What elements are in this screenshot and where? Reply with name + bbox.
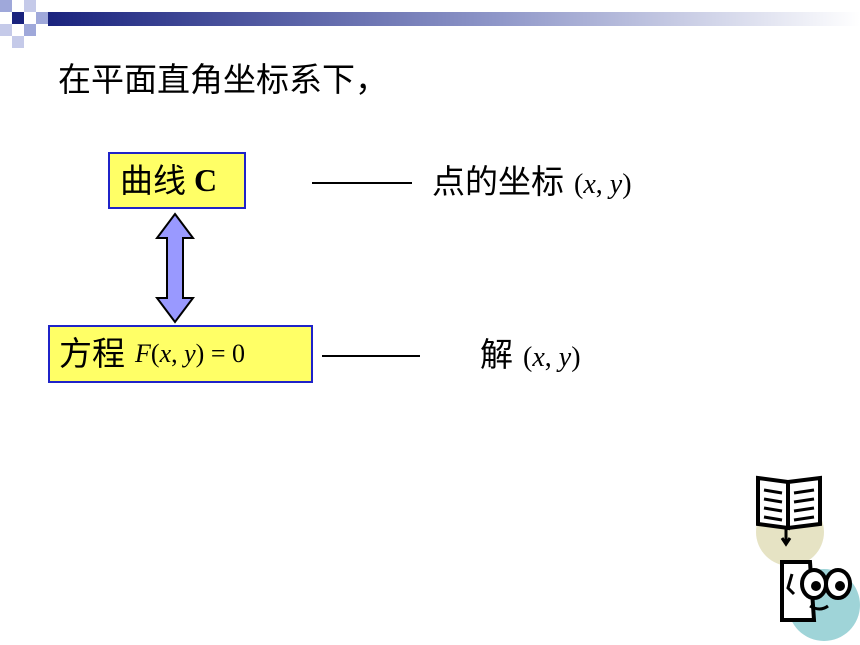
paren-close: ): [571, 342, 581, 373]
equation-connector-line: [322, 355, 420, 357]
equals-zero: ) = 0: [195, 339, 245, 368]
paren-open: (: [574, 169, 584, 200]
curve-connector-line: [312, 182, 412, 184]
point-coordinates-label: 点的坐标: [432, 162, 564, 201]
paren-open: (: [523, 342, 533, 373]
reading-student-icon[interactable]: [748, 470, 860, 645]
curve-letter: C: [194, 162, 218, 198]
point-coordinates-text: 点的坐标 (x, y): [432, 162, 632, 205]
solution-math: (x, y): [523, 342, 581, 373]
curve-label: 曲线: [120, 160, 186, 200]
title-decoration: [0, 0, 860, 48]
comma: ,: [544, 342, 559, 373]
var-x: x: [159, 339, 172, 368]
comma: ,: [595, 169, 610, 200]
comma: ,: [171, 339, 185, 368]
paren-open: (: [150, 339, 160, 368]
equation-box: 方程 F(x, y) = 0: [48, 325, 313, 383]
open-book-icon: [756, 475, 824, 566]
paren-close: ): [622, 169, 632, 200]
var-y: y: [609, 169, 623, 200]
equation-formula: F(x, y) = 0: [135, 339, 245, 369]
var-x: x: [532, 342, 545, 373]
solution-text: 解 (x, y): [480, 335, 581, 378]
double-arrow-icon: [155, 212, 195, 324]
var-y: y: [558, 342, 572, 373]
slide-heading: 在平面直角坐标系下，: [58, 60, 388, 99]
point-coordinates-math: (x, y): [574, 169, 632, 200]
func-F: F: [135, 339, 151, 368]
solution-label: 解: [480, 335, 513, 374]
var-y: y: [184, 339, 196, 368]
equation-label: 方程: [59, 334, 125, 373]
var-x: x: [583, 169, 596, 200]
